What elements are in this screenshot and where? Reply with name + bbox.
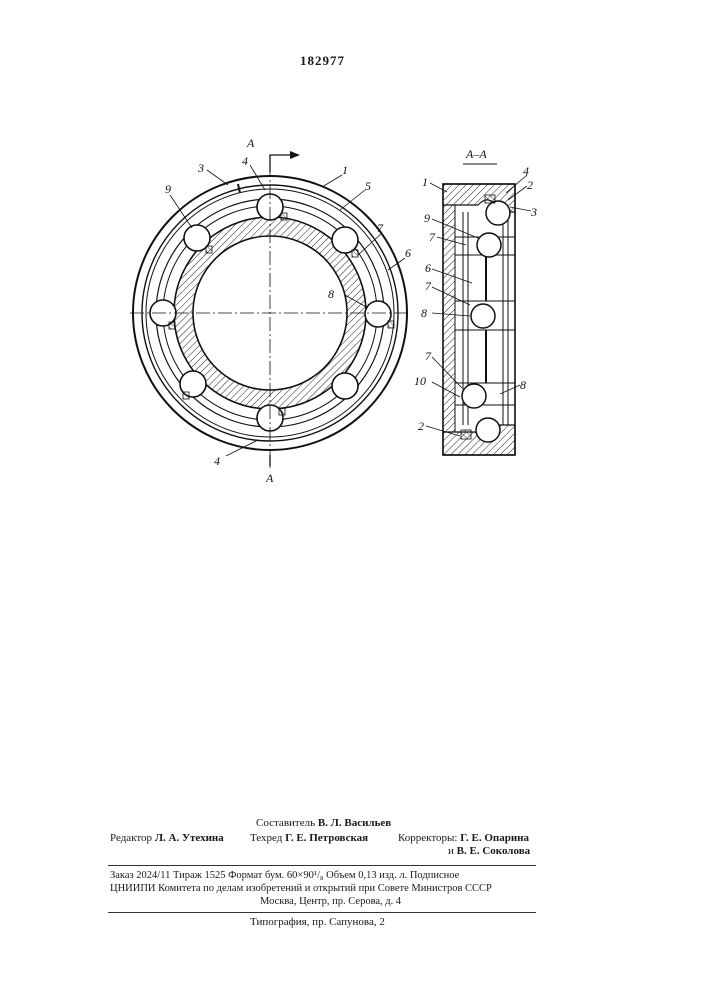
section-label-2-top: 2 <box>527 178 533 192</box>
address-line: Москва, Центр, пр. Серова, д. 4 <box>260 895 401 908</box>
section-label-8a: 8 <box>421 306 427 320</box>
label-4-top: 4 <box>242 154 248 168</box>
front-view: A A 3 4 1 5 9 7 6 8 4 <box>130 136 411 485</box>
section-view: A–A <box>414 147 537 455</box>
cut-letter-bottom: A <box>265 471 274 485</box>
section-label-8b: 8 <box>520 378 526 392</box>
section-label-1: 1 <box>422 175 428 189</box>
compiler-line: Составитель В. Л. Васильев <box>256 817 391 830</box>
section-ball <box>462 384 486 408</box>
section-ball <box>471 304 495 328</box>
section-ball <box>477 233 501 257</box>
arrowhead <box>290 151 300 159</box>
label-7: 7 <box>377 221 384 235</box>
label-3: 3 <box>197 161 204 175</box>
section-cut-top <box>270 155 293 172</box>
label-4-bottom: 4 <box>214 454 220 468</box>
imprint-rule-top <box>108 865 536 866</box>
section-label-7b: 7 <box>425 279 432 293</box>
section-ball <box>476 418 500 442</box>
editor-line: Редактор Л. А. Утехина <box>110 832 224 845</box>
section-label-4: 4 <box>523 164 529 178</box>
techred-line: Техред Г. Е. Петровская <box>250 832 368 845</box>
order-line: Заказ 2024/11 Тираж 1525 Формат бум. 60×… <box>110 869 459 882</box>
section-label-10: 10 <box>414 374 426 388</box>
label-8: 8 <box>328 287 334 301</box>
correctors-line: Корректоры: Г. Е. Опарина <box>398 832 529 845</box>
label-6: 6 <box>405 246 411 260</box>
correctors-line-2: и В. Е. Соколова <box>448 845 530 858</box>
section-ball <box>486 201 510 225</box>
ball <box>365 301 391 327</box>
section-label-6: 6 <box>425 261 431 275</box>
imprint-rule-bottom <box>108 912 536 913</box>
section-label-7a: 7 <box>429 230 436 244</box>
cut-letter-top: A <box>246 136 255 150</box>
label-9: 9 <box>165 182 171 196</box>
section-label-2-bottom: 2 <box>418 419 424 433</box>
label-1: 1 <box>342 163 348 177</box>
section-label-9: 9 <box>424 211 430 225</box>
section-label-7c: 7 <box>425 349 432 363</box>
ball <box>332 373 358 399</box>
ball <box>332 227 358 253</box>
printer-line: Типография, пр. Сапунова, 2 <box>250 916 385 929</box>
institute-line: ЦНИИПИ Комитета по делам изобретений и о… <box>110 882 492 895</box>
label-5: 5 <box>365 179 371 193</box>
section-label-3: 3 <box>530 205 537 219</box>
section-title: A–A <box>465 147 487 161</box>
technical-drawing: A A 3 4 1 5 9 7 6 8 4 A–A <box>0 0 707 520</box>
